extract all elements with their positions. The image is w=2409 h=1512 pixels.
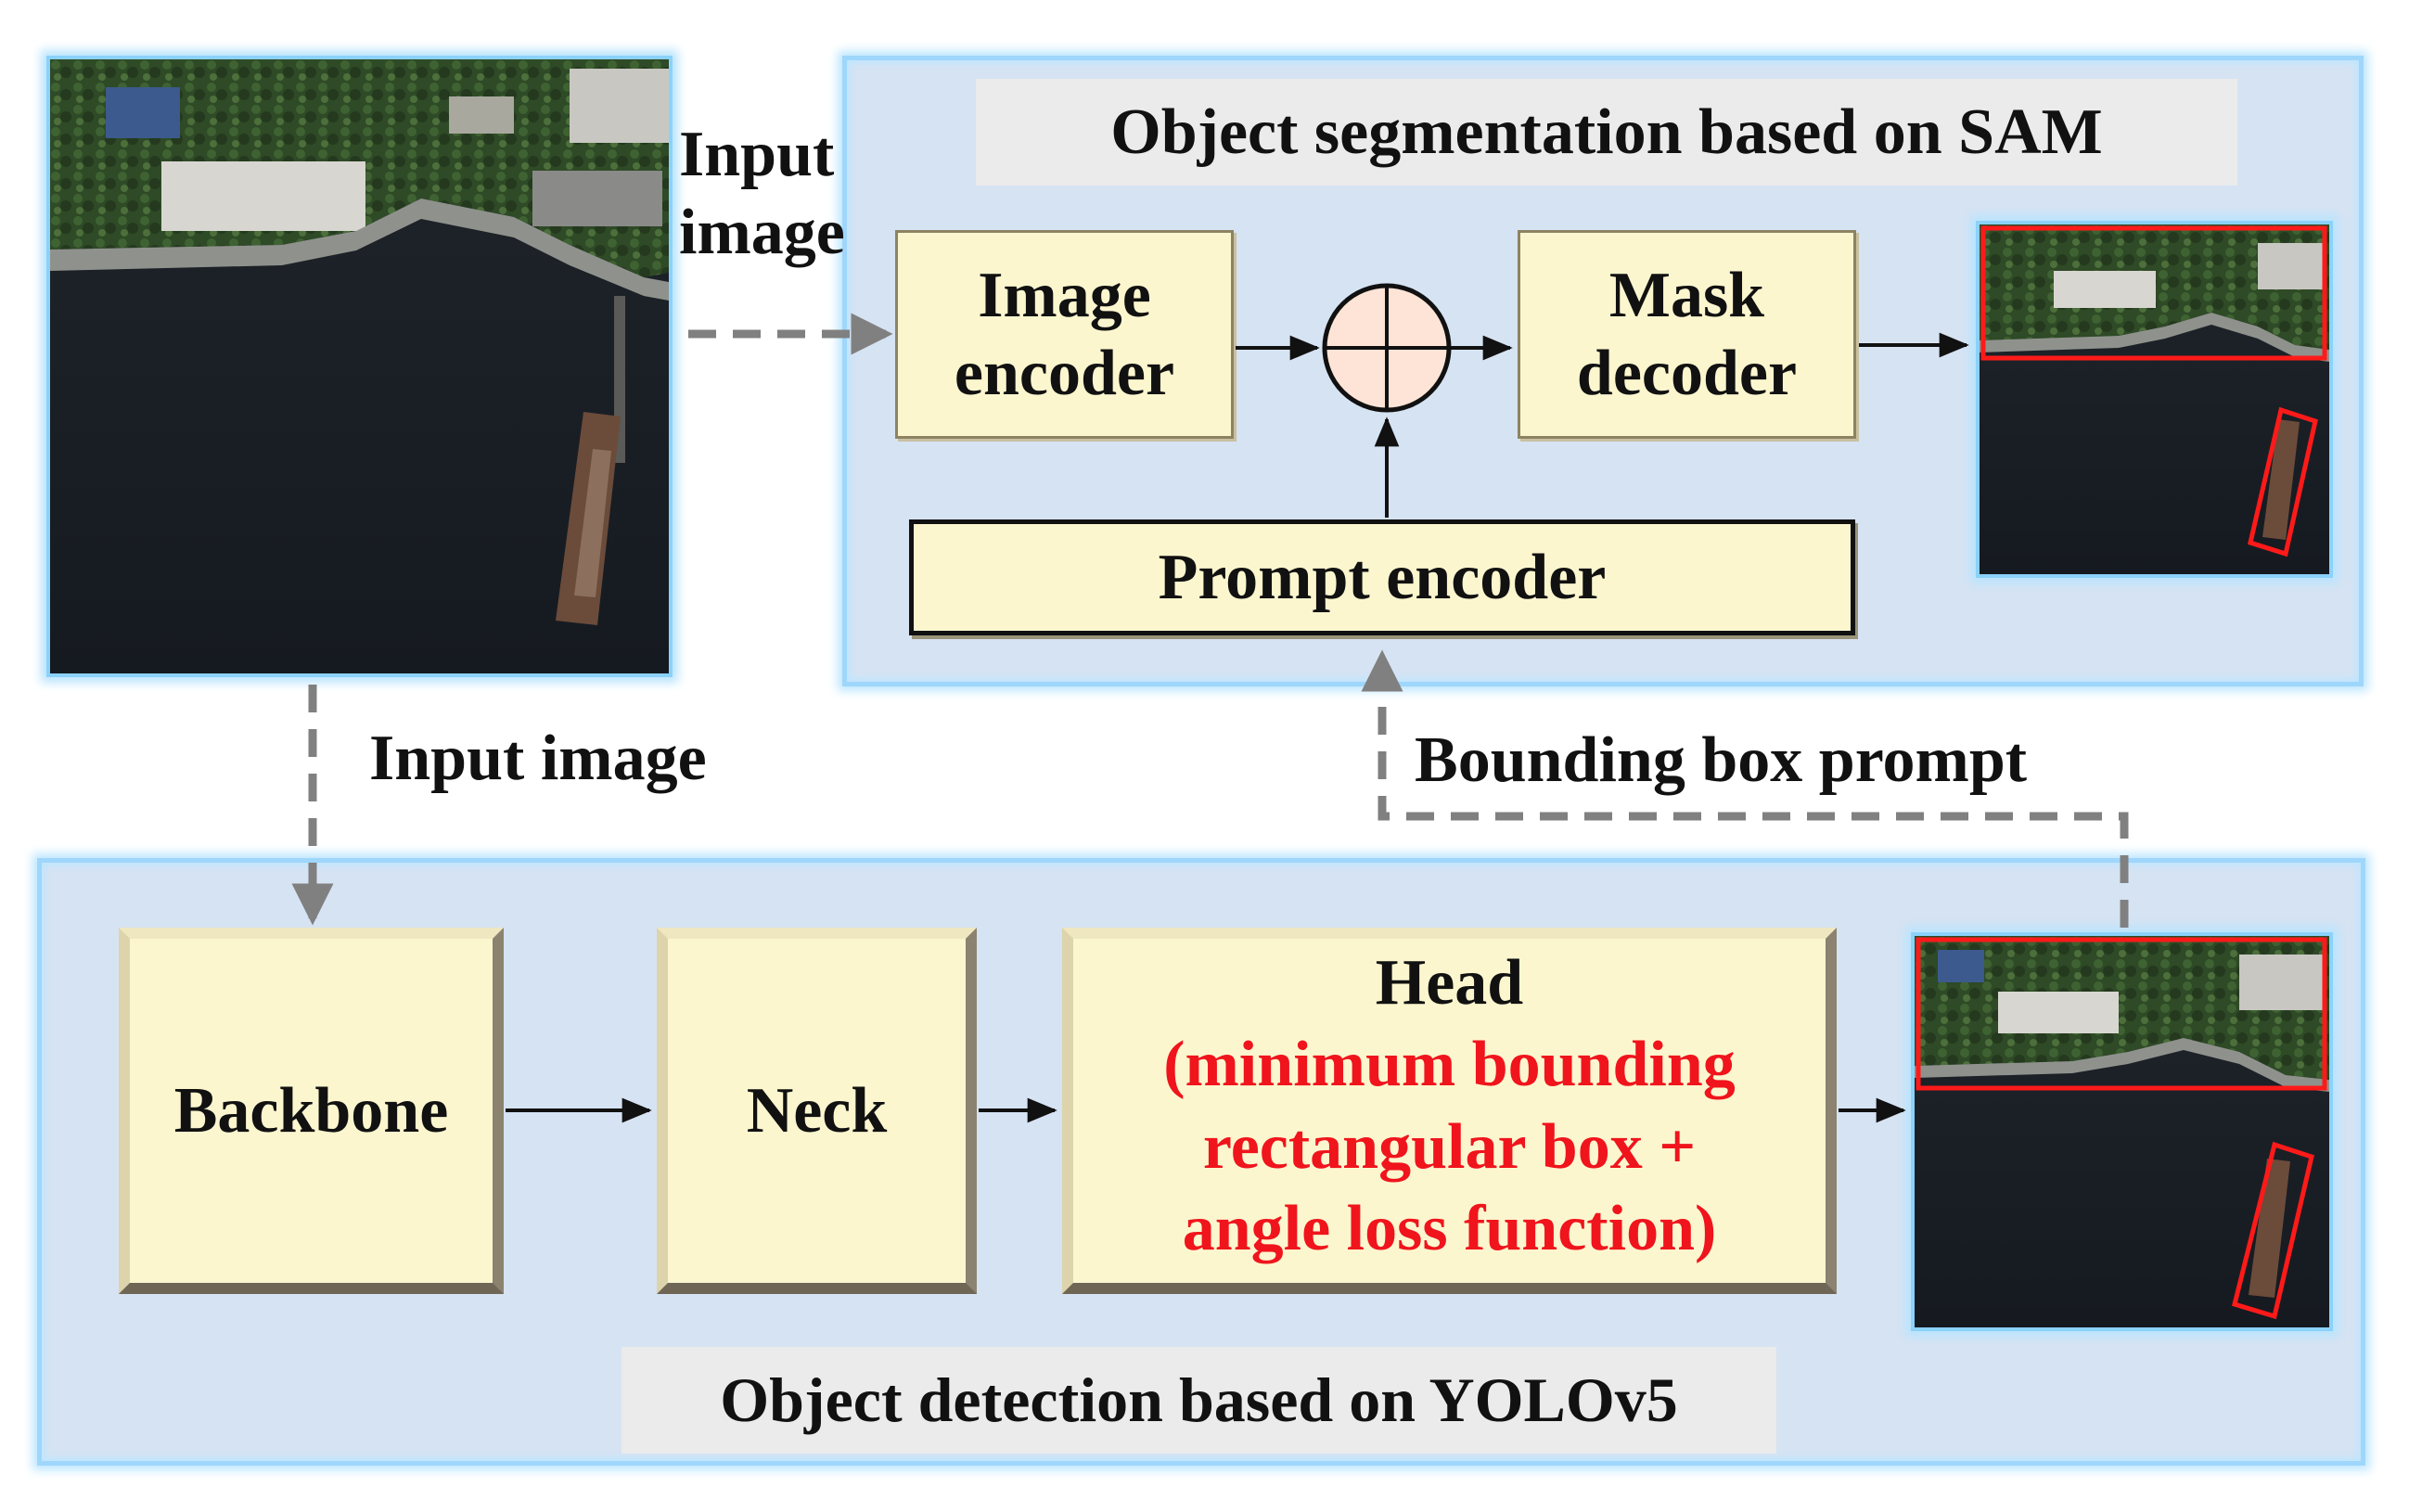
yolo-panel-title: Object detection based on YOLOv5 xyxy=(621,1347,1776,1454)
prompt-encoder-label: Prompt encoder xyxy=(1158,541,1607,613)
prompt-encoder-block: Prompt encoder xyxy=(909,519,1855,635)
head-detail-line3: angle loss function) xyxy=(1182,1192,1717,1264)
image-encoder-block: Image encoder xyxy=(895,230,1234,439)
backbone-label: Backbone xyxy=(173,1074,449,1147)
input-image-top-line2: image xyxy=(679,197,845,268)
building-segmentation-box xyxy=(1980,225,2327,361)
building-detection-box xyxy=(1916,937,2327,1091)
input-satellite-image xyxy=(46,56,673,677)
image-encoder-label-line1: Image xyxy=(978,259,1151,331)
detection-output-image xyxy=(1911,932,2333,1331)
head-title: Head xyxy=(1375,947,1524,1019)
segmentation-output-scene xyxy=(1980,224,2329,574)
image-encoder-label-line2: encoder xyxy=(954,337,1175,409)
bbox-prompt-label: Bounding box prompt xyxy=(1415,724,2028,796)
head-block: Head (minimum bounding rectangular box +… xyxy=(1062,928,1837,1294)
mask-decoder-label-line2: decoder xyxy=(1576,337,1798,409)
input-image-top-line1: Input xyxy=(679,119,835,190)
neck-label: Neck xyxy=(746,1074,888,1147)
segmentation-output-image xyxy=(1976,221,2333,578)
head-detail-line2: rectangular box + xyxy=(1202,1110,1697,1183)
mask-decoder-block: Mask decoder xyxy=(1518,230,1856,439)
sam-panel-title: Object segmentation based on SAM xyxy=(976,79,2237,186)
neck-block: Neck xyxy=(657,928,977,1294)
detection-output-scene xyxy=(1915,936,2329,1327)
head-detail-line1: (minimum bounding xyxy=(1163,1029,1736,1101)
input-image-top-label: Input image xyxy=(679,116,845,272)
backbone-block: Backbone xyxy=(119,928,504,1294)
ship-segmentation-box xyxy=(2248,406,2318,557)
input-image-left-label: Input image xyxy=(369,723,707,794)
mask-decoder-label-line1: Mask xyxy=(1608,259,1765,331)
ship-detection-box xyxy=(2231,1141,2314,1320)
input-satellite-scene xyxy=(50,59,669,673)
